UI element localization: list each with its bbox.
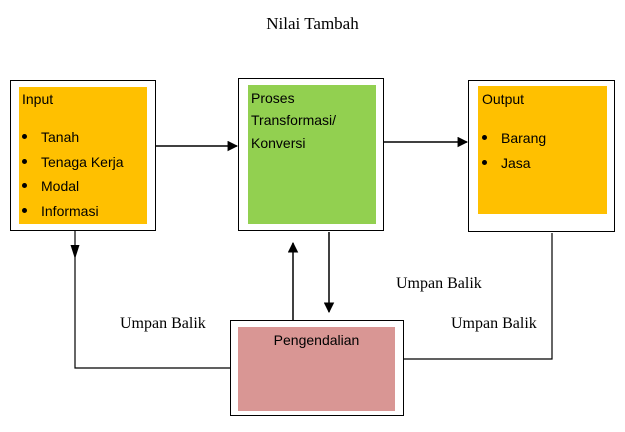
feedback-label-right: Umpan Balik <box>451 315 537 332</box>
input-item: Tenaga Kerja <box>19 152 124 177</box>
diagram-title: Nilai Tambah <box>266 14 359 33</box>
control-box-title: Pengendalian <box>273 332 360 348</box>
feedback-label-middle: Umpan Balik <box>396 275 482 292</box>
input-item: Informasi <box>19 201 124 226</box>
control-box: Pengendalian <box>230 320 404 416</box>
input-list: Tanah Tenaga Kerja Modal Informasi <box>19 127 124 225</box>
feedback-line-right <box>404 233 553 360</box>
input-box-fill: Input Tanah Tenaga Kerja Modal Informasi <box>19 87 147 224</box>
output-list: Barang Jasa <box>479 128 546 177</box>
input-box: Input Tanah Tenaga Kerja Modal Informasi <box>10 80 156 231</box>
output-box: Output Barang Jasa <box>468 80 615 232</box>
control-box-fill: Pengendalian <box>238 327 395 411</box>
output-item: Barang <box>479 128 546 153</box>
process-label-line-2: Transformasi/ <box>251 112 337 128</box>
output-item: Jasa <box>479 153 546 178</box>
process-label-line-3: Konversi <box>251 135 306 151</box>
output-box-fill: Output Barang Jasa <box>478 86 607 214</box>
input-item: Tanah <box>19 127 124 152</box>
process-box: Proses Transformasi/ Konversi <box>238 78 384 231</box>
input-box-title: Input <box>22 91 54 107</box>
process-box-fill: Proses Transformasi/ Konversi <box>248 85 376 224</box>
feedback-label-left: Umpan Balik <box>120 315 206 332</box>
feedback-line-left <box>74 231 230 369</box>
output-box-title: Output <box>482 91 525 107</box>
input-item: Modal <box>19 176 124 201</box>
process-label-line-1: Proses <box>251 90 295 106</box>
feedback-left-arrowhead <box>70 245 80 259</box>
